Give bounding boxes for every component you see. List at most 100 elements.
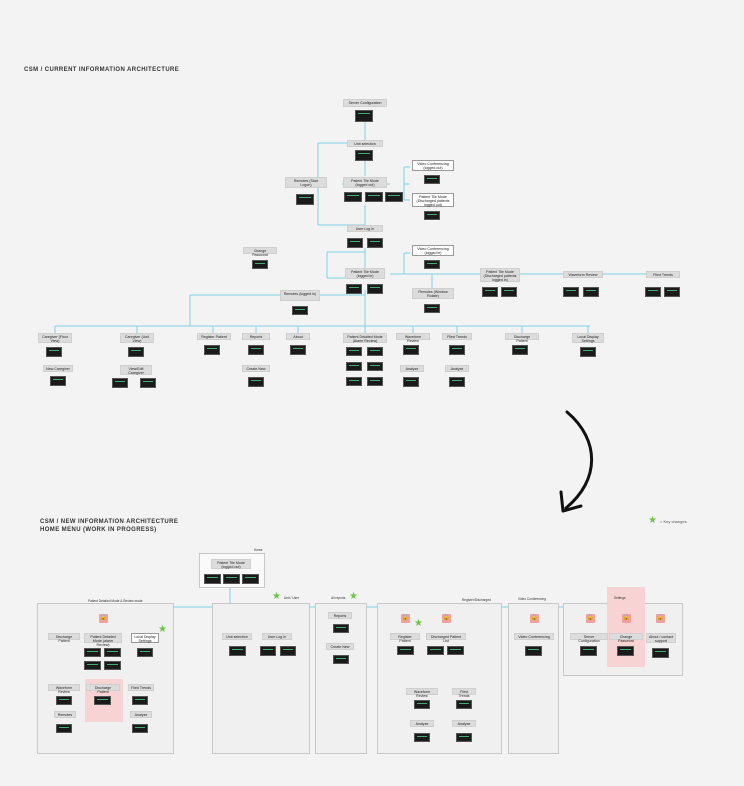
node-video-conf-logged-in: Video Conferencing (logged in) bbox=[412, 245, 454, 256]
thumbnail bbox=[84, 648, 101, 657]
home-label: Home bbox=[254, 548, 263, 552]
node-reports: Reports bbox=[328, 612, 352, 619]
thumbnail bbox=[140, 378, 156, 388]
thumbnail bbox=[501, 287, 517, 297]
thumbnail bbox=[204, 345, 220, 355]
thumbnail bbox=[344, 192, 362, 202]
thumbnail bbox=[367, 362, 383, 371]
node-analyze-3: Analyze bbox=[452, 720, 476, 727]
key-change-star-icon: ★ bbox=[648, 515, 657, 526]
node-change-password: Change Password bbox=[243, 247, 277, 257]
thumbnail bbox=[355, 110, 373, 122]
thumbnail bbox=[50, 376, 66, 386]
node-remotes: Remotes bbox=[54, 711, 76, 718]
node-filed-trends: Filed Trends bbox=[442, 333, 472, 340]
thumbnail bbox=[84, 661, 101, 670]
thumbnail bbox=[447, 646, 464, 655]
thumbnail bbox=[346, 362, 362, 371]
node-view-edit-caregiver: View/Edit Caregiver bbox=[120, 365, 152, 375]
node-about-contact-support: About / contact support bbox=[646, 633, 676, 643]
thumbnail bbox=[367, 347, 383, 356]
node-server-config: Server Configuration bbox=[343, 99, 387, 107]
legend-label: = Key changes bbox=[660, 519, 687, 524]
node-filed-trends-2: Filed Trends bbox=[452, 688, 476, 698]
thumbnail bbox=[583, 287, 599, 297]
thumbnail bbox=[229, 646, 246, 656]
group-label: Unit / User bbox=[284, 596, 300, 600]
node-create-new: Create New bbox=[242, 365, 270, 372]
thumbnail bbox=[580, 347, 596, 357]
thumbnail bbox=[449, 377, 465, 387]
thumbnail bbox=[525, 646, 542, 656]
thumbnail bbox=[56, 696, 72, 705]
group-label: Patient Detailed Mode & Review mode bbox=[88, 599, 143, 603]
node-discharge-patient-highlighted: Discharge Patient bbox=[86, 684, 120, 694]
thumbnail bbox=[403, 345, 419, 355]
thumbnail bbox=[128, 347, 144, 357]
node-caregiver-2: Caregiver (Floor View) bbox=[38, 333, 72, 343]
thumbnail bbox=[482, 287, 498, 297]
node-discharge-patient: Discharge Patient bbox=[48, 633, 80, 643]
key-change-star-icon: ★ bbox=[349, 591, 358, 602]
node-unit-selection: Unit selection bbox=[347, 140, 383, 147]
thumbnail bbox=[333, 624, 349, 633]
thumbnail bbox=[242, 574, 259, 584]
thumbnail bbox=[365, 192, 383, 202]
thumbnail bbox=[104, 661, 121, 670]
thumbnail bbox=[456, 733, 472, 742]
node-patient-detailed-mode: Patient Detailed Mode (alarm Review) bbox=[84, 633, 122, 647]
thumbnail bbox=[132, 696, 148, 705]
thumbnail bbox=[397, 646, 414, 655]
key-change-star-icon: ★ bbox=[158, 624, 167, 635]
thumbnail bbox=[563, 287, 579, 297]
thumbnail bbox=[346, 284, 362, 294]
node-local-display-settings: Local Display Settings bbox=[131, 633, 159, 643]
thumbnail bbox=[346, 377, 362, 386]
key-change-star-icon: ★ bbox=[272, 591, 281, 602]
node-patient-tile-discharged-logged-in: Patient Tile Mode (Discharged patients l… bbox=[480, 268, 520, 282]
thumbnail bbox=[424, 304, 440, 313]
node-unit-selection: Unit selection bbox=[222, 633, 252, 640]
node-analyze-2: Analyze bbox=[445, 365, 469, 372]
thumbnail bbox=[104, 648, 121, 657]
thumbnail bbox=[424, 260, 440, 269]
node-analyze: Analyze bbox=[130, 711, 152, 718]
group-video-conf bbox=[508, 603, 559, 754]
thumbnail bbox=[414, 733, 430, 742]
thumbnail bbox=[367, 284, 383, 294]
thumbnail bbox=[414, 700, 430, 709]
lock-icon: 🔒 bbox=[622, 614, 631, 623]
lock-icon: 🔒 bbox=[442, 614, 451, 623]
thumbnail bbox=[347, 238, 363, 248]
group-label: All reports bbox=[331, 596, 346, 600]
lock-icon: 🔒 bbox=[401, 614, 410, 623]
node-discharged-patient-list: Discharged Patient List bbox=[426, 633, 466, 643]
node-filed-trends-top: Filed Trends bbox=[646, 271, 680, 278]
lock-icon: 🔒 bbox=[586, 614, 595, 623]
node-about: About bbox=[286, 333, 310, 340]
thumbnail bbox=[424, 211, 440, 220]
node-waveform-review: Waveform Review bbox=[396, 333, 430, 343]
group-label: Settings bbox=[614, 596, 626, 600]
node-reports: Reports bbox=[242, 333, 270, 340]
node-user-log-in: User Log In bbox=[347, 225, 383, 232]
thumbnail bbox=[385, 192, 403, 202]
key-change-star-icon: ★ bbox=[414, 618, 423, 629]
section-title-current: CSM / CURRENT INFORMATION ARCHITECTURE bbox=[24, 67, 180, 73]
node-server-configuration: Server Configuration bbox=[570, 633, 608, 643]
node-patient-tile-mode: Patient Tile Mode (logged out) bbox=[211, 559, 251, 569]
node-video-conferencing: Video Conferencing bbox=[514, 633, 554, 640]
node-remotes-logged-in: Remotes (logged in) bbox=[280, 290, 320, 301]
node-waveform-review: Waveform Review bbox=[48, 684, 80, 694]
group-unit-user bbox=[212, 603, 310, 754]
node-discharge-patient: Discharge Patient bbox=[505, 333, 539, 343]
node-register-patient: Register Patient bbox=[390, 633, 420, 643]
thumbnail bbox=[367, 377, 383, 386]
group-label: Video Conferencing bbox=[518, 597, 546, 601]
thumbnail bbox=[296, 194, 314, 205]
node-analyze-1: Analyze bbox=[400, 365, 424, 372]
thumbnail bbox=[355, 150, 373, 161]
node-remotes-logout: Remotes (Start Logon) bbox=[285, 177, 327, 188]
node-filed-trends: Filed Trends bbox=[128, 684, 154, 691]
node-local-display-settings: Local Display Settings bbox=[572, 333, 604, 343]
